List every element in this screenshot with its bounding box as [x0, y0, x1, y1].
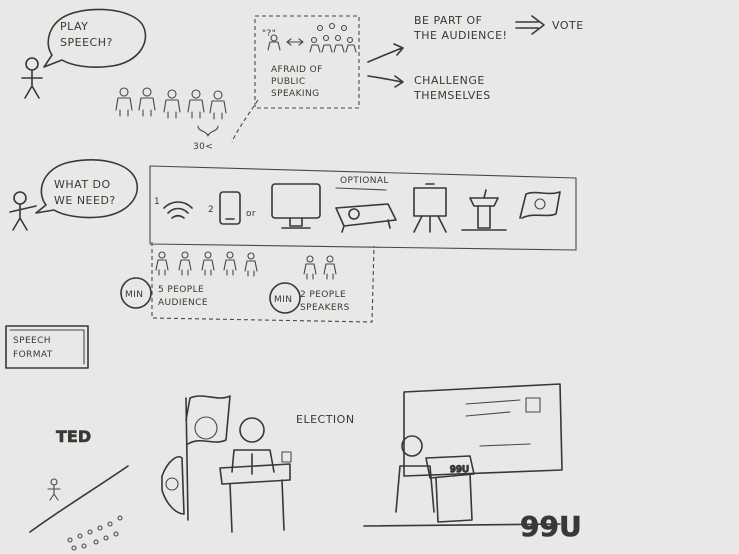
- needs-optional: OPTIONAL: [340, 176, 389, 186]
- phone-icon: [219, 191, 241, 225]
- needs-number-2: 2: [208, 205, 214, 215]
- fear-box-line-1: AFRAID OF: [271, 65, 323, 75]
- election-flag-small: [161, 456, 185, 515]
- min-badge-speakers: [269, 282, 301, 314]
- branch-audience-line-1: BE PART OF: [414, 14, 483, 27]
- election-speaker-figure: [231, 417, 275, 475]
- bubble-play-line-1: PLAY: [60, 20, 88, 33]
- format-title-box: SPEECH FORMAT: [5, 325, 89, 369]
- flipchart-easel-icon: [413, 183, 447, 233]
- min-speakers-line-2: SPEAKERS: [300, 303, 350, 313]
- min-speakers-line-1: 2 PEOPLE: [300, 290, 346, 300]
- min-badge-audience-label: MIN: [125, 290, 143, 300]
- presentation-screen: [403, 383, 563, 477]
- election-podium: [219, 451, 292, 533]
- arrow-down-right-icon: [367, 75, 404, 88]
- arrow-up-right-icon: [367, 43, 404, 63]
- double-arrow-icon: [286, 38, 304, 46]
- speakers-row: [303, 255, 337, 280]
- minimum-box: MIN 5 PEOPLE AUDIENCE MIN 2 PEOPLE SPEAK…: [120, 242, 375, 323]
- min-audience-line-2: AUDIENCE: [158, 298, 208, 308]
- wifi-icon: [163, 201, 193, 219]
- branch-audience-result: VOTE: [552, 19, 584, 32]
- crowd-dots: [67, 515, 123, 551]
- fear-box-line-2: PUBLIC: [271, 77, 306, 87]
- talk-brand: 99U: [520, 510, 582, 543]
- bubble-needs-line-2: WE NEED?: [54, 194, 116, 207]
- election-flag-large: [185, 395, 231, 521]
- min-audience-line-1: 5 PEOPLE: [158, 285, 204, 295]
- talk-speaker-figure: [395, 435, 435, 513]
- needs-or: or: [246, 209, 256, 219]
- flag-icon: [519, 191, 561, 219]
- arrow-right-icon: [515, 15, 545, 35]
- fear-box-line-3: SPEAKING: [271, 89, 319, 99]
- min-badge-audience: [120, 277, 152, 309]
- audience-crowd: 30<: [115, 87, 227, 152]
- stick-figure-main: [21, 57, 43, 99]
- bubble-needs-line-1: WHAT DO: [54, 178, 111, 191]
- ted-scene: TED: [29, 427, 129, 551]
- branch-audience-line-2: THE AUDIENCE!: [413, 29, 507, 42]
- lectern-icon: [461, 189, 507, 231]
- format-title-line-1: SPEECH: [13, 336, 51, 346]
- computer-monitor-icon: [271, 183, 321, 229]
- talk-scene: 99U 99U: [363, 383, 582, 543]
- needs-box: 1 2 or OPTIONAL: [149, 165, 577, 251]
- audience-count: 30<: [193, 142, 213, 152]
- election-scene: ELECTION: [161, 395, 355, 533]
- min-badge-speakers-label: MIN: [274, 295, 292, 305]
- fear-box: "?" AFRAID OF PUBLIC SPEAKING: [231, 15, 360, 143]
- branch-challenge-line-1: CHALLENGE: [414, 74, 485, 87]
- needs-number-1: 1: [154, 197, 160, 207]
- crowd-cluster-icon: [309, 22, 357, 53]
- talk-podium: 99U: [425, 455, 475, 523]
- speech-bubble-needs: WHAT DO WE NEED?: [35, 159, 139, 219]
- format-title-line-2: FORMAT: [13, 350, 53, 360]
- bubble-play-line-2: SPEECH?: [60, 36, 113, 49]
- speaker-figure-icon: [267, 34, 281, 51]
- branch-challenge-line-2: THEMSELVES: [413, 89, 491, 102]
- fear-box-quote: "?": [262, 29, 276, 39]
- tiny-speaker-figure: [47, 478, 61, 501]
- projector-icon: [335, 203, 397, 233]
- ted-label: TED: [56, 427, 91, 446]
- stick-figure-pointing: [9, 191, 37, 231]
- podium-tag: 99U: [450, 465, 469, 475]
- election-label: ELECTION: [296, 413, 355, 426]
- speech-bubble-play: PLAY SPEECH?: [43, 8, 147, 68]
- audience-row: [155, 251, 258, 277]
